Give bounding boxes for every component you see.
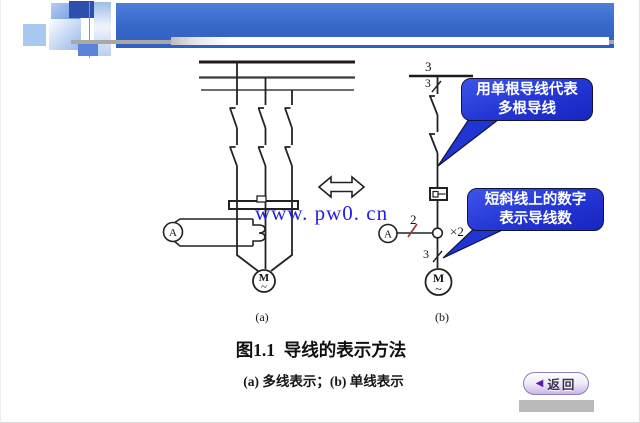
deco-square-dark [69, 1, 94, 18]
left-ammeter-letter: A [169, 227, 177, 239]
switch-blade-1 [429, 95, 439, 116]
right-motor-tilde: ~ [435, 282, 442, 296]
switch-blade-2 [429, 133, 439, 154]
callout-single-wire-line1: 用单根导线代表 [476, 81, 578, 98]
footer-gray-bar [519, 400, 594, 412]
subfigure-b-label: (b) [435, 310, 449, 324]
left-ammeter-circle [162, 221, 184, 243]
motor-feed-slash [432, 250, 443, 263]
connection-node [431, 227, 444, 239]
current-transformer [252, 219, 266, 246]
bus-slash-count-label: 3 [425, 78, 431, 90]
equivalence-arrow-icon [317, 175, 366, 199]
right-ammeter-circle [378, 223, 398, 244]
bus-count-slash [431, 80, 442, 93]
callout-slash-number-line2: 表示导线数 [499, 210, 572, 227]
deco-square-below-line [78, 42, 98, 56]
singleline-diagram [378, 74, 473, 296]
callout-single-wire: 用单根导线代表 多根导线 [461, 78, 593, 121]
left-motor-tilde: ~ [261, 281, 267, 293]
subfigure-a-label: (a) [255, 310, 269, 324]
multiplier-label: ×2 [450, 224, 464, 239]
left-motor-letter: M [259, 272, 270, 284]
right-motor-letter: M [433, 271, 444, 285]
deco-square-gradient [49, 18, 81, 50]
deco-hairline [89, 2, 90, 58]
motor-feed-count-label: 3 [423, 247, 429, 261]
back-triangle-icon: ◀ [535, 377, 544, 389]
watermark-text: www. pw0. cn [255, 201, 389, 225]
bus-lines [199, 60, 355, 91]
phase-2 [257, 77, 267, 269]
multiline-diagram [162, 60, 355, 293]
header-white-stripe [171, 37, 609, 45]
figure-caption-title: 图1.1 导线的表示方法 [235, 340, 407, 360]
right-ammeter-letter: A [384, 229, 392, 241]
circuit-diagrams: A M ~ A M ~ [162, 60, 516, 296]
return-button-label: 返回 [547, 378, 577, 392]
callout-slash-number-line1: 短斜线上的数字 [484, 191, 587, 208]
phase-1 [229, 62, 259, 272]
callout-slash-number: 短斜线上的数字 表示导线数 [467, 188, 604, 231]
deco-square-light [23, 24, 46, 46]
phase-3 [270, 90, 293, 272]
figure-caption-subtitle: (a) 多线表示；(b) 单线表示 [243, 374, 404, 389]
return-button[interactable]: ◀ 返回 [523, 372, 589, 395]
branch-count-label: 2 [410, 212, 417, 227]
callout-single-wire-line2: 多根导线 [498, 100, 556, 117]
right-motor-circle [424, 268, 453, 296]
branch-count-slash [407, 223, 418, 238]
junction-notch [256, 195, 267, 203]
ammeter-loop [173, 218, 266, 247]
bus-count-label: 3 [425, 59, 432, 74]
left-motor-circle [252, 269, 276, 293]
